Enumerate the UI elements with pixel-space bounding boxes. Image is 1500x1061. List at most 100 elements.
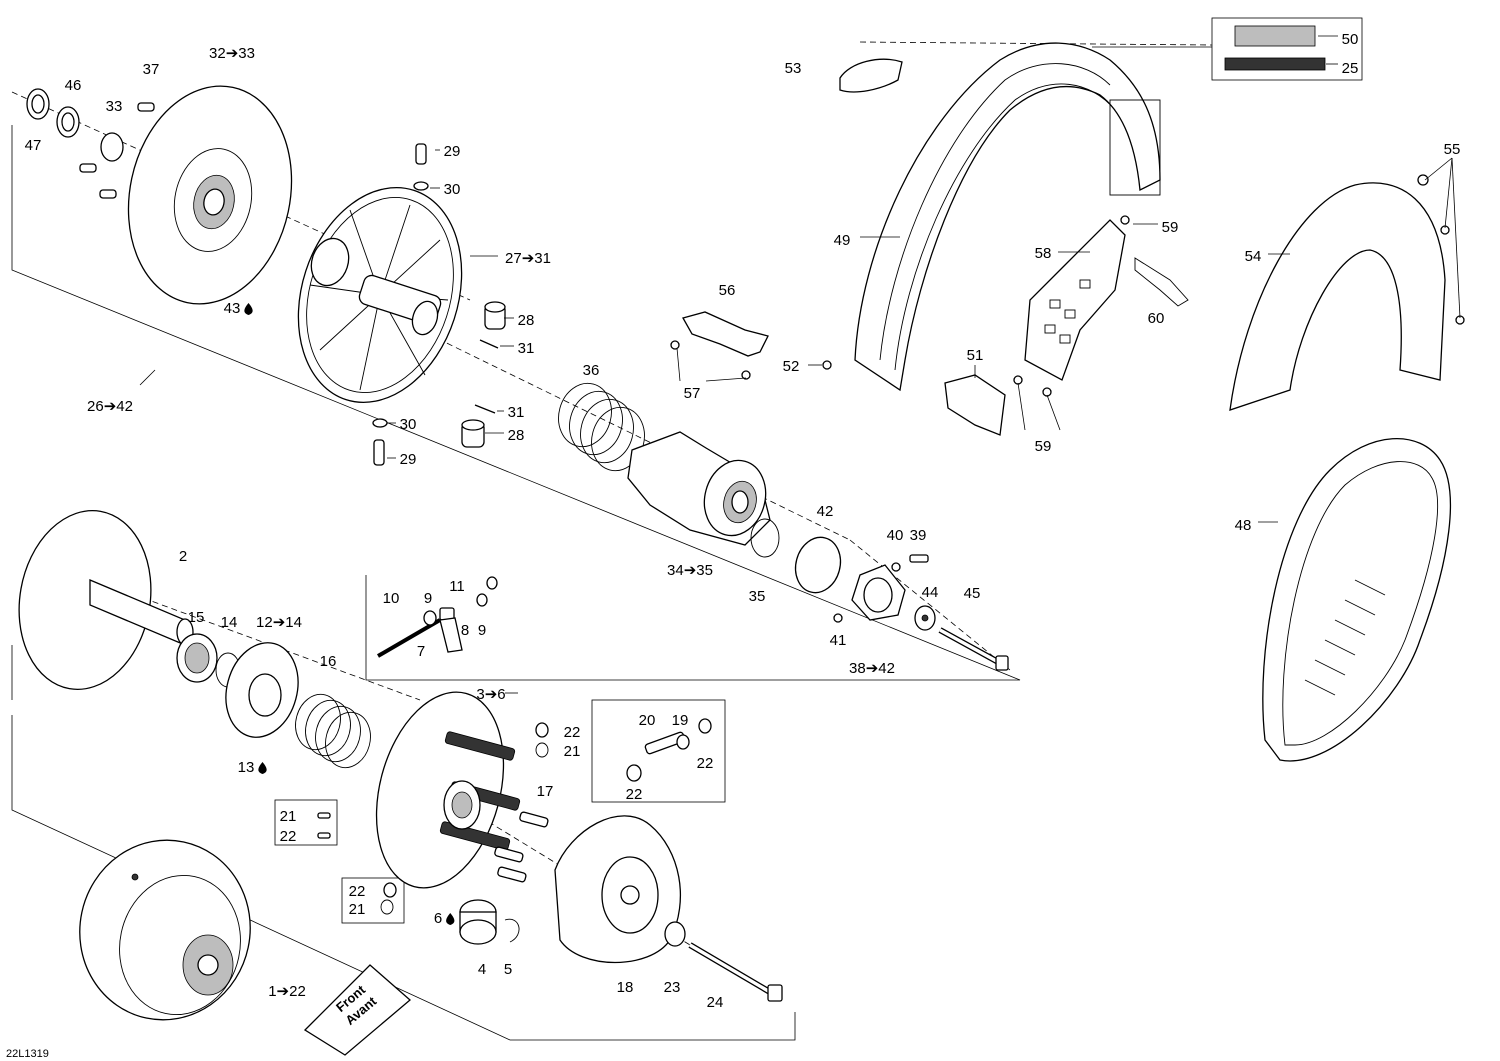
callout-c-40: 40 xyxy=(887,527,904,544)
callout-c-39: 39 xyxy=(910,527,927,544)
bumper-53 xyxy=(839,58,903,93)
drive-pulley-fixed-sheave-2 xyxy=(18,510,194,690)
callout-c-55: 55 xyxy=(1444,141,1461,158)
driven-pulley-movable-sheave xyxy=(297,186,463,404)
callout-c-29a: 29 xyxy=(444,143,461,160)
callout-c-54: 54 xyxy=(1245,248,1262,265)
callout-c-8: 8 xyxy=(461,622,469,639)
callout-c-12-14: 12➔14 xyxy=(256,614,302,631)
leader-lines xyxy=(139,35,1461,694)
callout-c-38-42: 38➔42 xyxy=(849,660,895,677)
pin-60 xyxy=(1134,257,1189,307)
callout-c-56: 56 xyxy=(719,282,736,299)
callout-c-7: 7 xyxy=(417,643,425,660)
callout-c-41: 41 xyxy=(830,632,847,649)
callout-c-22d: 22 xyxy=(280,828,297,845)
callout-c-25: 25 xyxy=(1342,60,1359,77)
decal-box xyxy=(1211,17,1363,81)
callout-c-30b: 30 xyxy=(400,416,417,433)
callout-c-53: 53 xyxy=(785,60,802,77)
decals xyxy=(1224,25,1326,71)
screws-37 xyxy=(79,102,155,199)
callout-c-16: 16 xyxy=(320,653,337,670)
callout-c-31b: 31 xyxy=(508,404,525,421)
callout-c-59b: 59 xyxy=(1035,438,1052,455)
drive-belt-48 xyxy=(1262,438,1452,762)
governor-cup-18 xyxy=(554,815,682,964)
spring-36 xyxy=(558,382,645,472)
clip-box-a xyxy=(274,799,338,846)
callout-c-48: 48 xyxy=(1235,517,1252,534)
callout-c-21a: 21 xyxy=(564,743,581,760)
rollers-19-22 xyxy=(626,718,712,782)
callout-c-60: 60 xyxy=(1148,310,1165,327)
callout-c-18: 18 xyxy=(617,979,634,996)
callout-c-33a: 33 xyxy=(106,98,123,115)
rings-47-46 xyxy=(26,88,124,162)
cap-38 xyxy=(833,554,936,631)
callout-c-3-6: 3➔6 xyxy=(476,686,505,703)
callout-c-34-35: 34➔35 xyxy=(667,562,713,579)
callout-c-1-22: 1➔22 xyxy=(268,983,306,1000)
driven-pulley-fixed-sheave xyxy=(127,85,293,305)
callout-c-47: 47 xyxy=(25,137,42,154)
callout-c-6: 6 xyxy=(434,910,442,927)
bracket-56 xyxy=(670,311,769,380)
clips-21-22 xyxy=(317,722,549,915)
callout-c-35: 35 xyxy=(749,588,766,605)
lubricant-drop-icon xyxy=(244,303,253,315)
callout-c-59a: 59 xyxy=(1162,219,1179,236)
callout-c-29b: 29 xyxy=(400,451,417,468)
callout-c-22e: 22 xyxy=(349,883,366,900)
callout-c-17: 17 xyxy=(537,783,554,800)
callout-c-58: 58 xyxy=(1035,245,1052,262)
callout-c-20: 20 xyxy=(639,712,656,729)
screws-17 xyxy=(494,811,549,883)
spring-16 xyxy=(295,693,371,769)
bushing-4-ring-5 xyxy=(459,899,520,945)
callout-c-37: 37 xyxy=(143,61,160,78)
callout-c-11: 11 xyxy=(449,578,465,595)
bolt-45 xyxy=(938,627,1009,671)
callout-c-19: 19 xyxy=(672,712,689,729)
callout-c-30a: 30 xyxy=(444,181,461,198)
ring-35-washer-42 xyxy=(750,518,842,594)
callout-c-26-42: 26➔42 xyxy=(87,398,133,415)
spider-12-14 xyxy=(225,642,299,738)
movable-sheave-3-6 xyxy=(375,691,521,889)
clip-box-b xyxy=(341,877,405,924)
callout-c-31a: 31 xyxy=(518,340,535,357)
callout-c-22b: 22 xyxy=(697,755,714,772)
callout-c-15: 15 xyxy=(188,609,205,626)
callout-c-21b: 21 xyxy=(280,808,297,825)
bearing-15-ring-14 xyxy=(176,633,241,688)
callout-c-9b: 9 xyxy=(478,622,486,639)
callout-c-43: 43 xyxy=(224,300,241,317)
callout-c-44: 44 xyxy=(922,584,939,601)
diagram-code: 22L1319 xyxy=(6,1048,49,1060)
callout-c-28a: 28 xyxy=(518,312,535,329)
cam-34 xyxy=(627,431,771,546)
callout-c-45: 45 xyxy=(964,585,981,602)
belt-guard-49 xyxy=(839,42,1161,392)
front-avant-tag xyxy=(303,964,411,1056)
roller-box xyxy=(591,699,726,803)
pivot-parts-7-11 xyxy=(376,576,498,658)
callout-c-51: 51 xyxy=(967,347,984,364)
callout-c-52: 52 xyxy=(783,358,800,375)
callout-c-50: 50 xyxy=(1342,31,1359,48)
callout-c-13: 13 xyxy=(238,759,255,776)
callout-c-28b: 28 xyxy=(508,427,525,444)
callout-c-27-31: 27➔31 xyxy=(505,250,551,267)
callout-labels: 4746373332➔33293027➔3143283126➔423031282… xyxy=(25,31,1461,1011)
screws-29-washers-30 xyxy=(372,143,429,466)
drive-pulley-assembly-1-22 xyxy=(79,839,251,1021)
callout-c-9a: 9 xyxy=(424,590,432,607)
callout-c-4: 4 xyxy=(478,961,486,978)
callout-c-32-33: 32➔33 xyxy=(209,45,255,62)
callout-c-10: 10 xyxy=(383,590,400,607)
callout-c-24: 24 xyxy=(707,994,724,1011)
cover-54 xyxy=(1229,174,1465,411)
callout-c-46: 46 xyxy=(65,77,82,94)
